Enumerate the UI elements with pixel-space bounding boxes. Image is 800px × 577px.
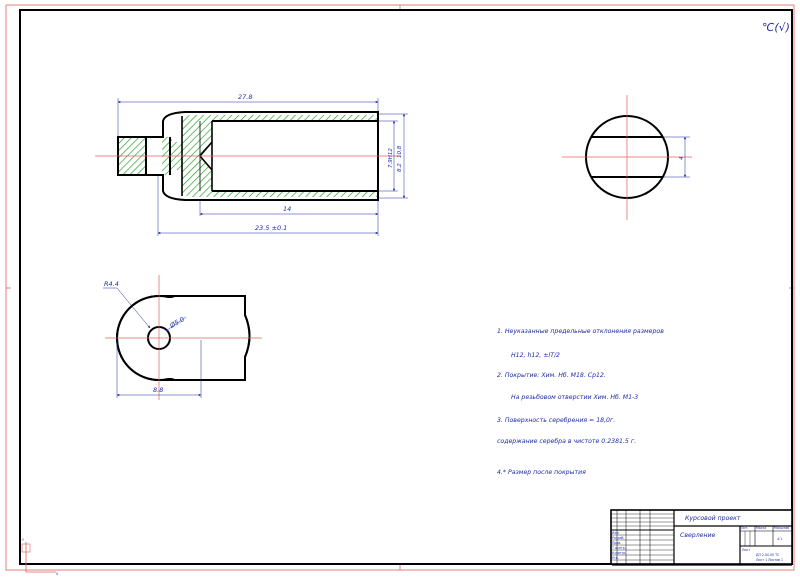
svg-text:ДП 2.00.00 ТС: ДП 2.00.00 ТС [756,553,780,557]
svg-text:Лист 1 Листов 1: Лист 1 Листов 1 [756,558,783,562]
svg-text:Т.контр.: Т.контр. [611,546,626,550]
origin-axes: X Y [21,538,59,576]
technical-notes: 1. Неуказанные предельные отклонения раз… [497,328,664,476]
note-3b: содержание серебра в чистоте 0.2381.5 г. [497,437,636,445]
main-section-view: 27.8 14 23.5 ±0.1 7.9H12 8.2 10.8 [95,93,408,236]
dim-body-length: 14 [199,201,379,216]
dim-total-length: 23.5 ±0.1 [157,176,379,236]
title-block: Изм. Разраб. Пров. Т.контр. Н.контр. Утв… [610,509,793,566]
svg-text:14: 14 [283,205,291,213]
note-1b: H12, h12, ±IT/2 [511,352,560,359]
note-3: 3. Поверхность серебрения ≈ 18,0г. [497,416,615,424]
inner-border [19,9,793,565]
corner-mark: ℃(√) [762,21,790,34]
svg-text:Утв.: Утв. [612,556,619,560]
svg-text:27.8: 27.8 [238,93,252,101]
note-2: 2. Покрытие: Хим. Нб. М18. Ср12. [497,371,606,379]
svg-text:23.5 ±0.1: 23.5 ±0.1 [255,224,287,232]
svg-text:Пров.: Пров. [612,541,621,545]
svg-text:8.8: 8.8 [153,386,163,394]
svg-text:Н.контр.: Н.контр. [612,551,626,555]
svg-text:4:1: 4:1 [777,537,782,541]
svg-text:8.2: 8.2 [397,163,403,172]
dim-diameters: 7.9H12 8.2 10.8 [379,113,408,199]
svg-text:Y: Y [22,538,24,542]
outer-border [5,4,795,571]
title-part-name: Сверление [680,532,716,539]
svg-text:R4.4: R4.4 [104,280,119,288]
svg-text:Масштаб: Масштаб [774,526,789,530]
hatch-body-wall [170,115,378,197]
note-1: 1. Неуказанные предельные отклонения раз… [497,328,664,335]
svg-text:10.8: 10.8 [397,145,403,158]
svg-text:7.9H12: 7.9H12 [388,148,394,168]
svg-text:X: X [56,572,59,576]
svg-text:Масса: Масса [756,526,766,530]
svg-text:4: 4 [679,156,685,160]
svg-text:Лист: Лист [742,548,750,552]
end-view: 4 [562,95,692,220]
note-4: 4.* Размер после покрытия [497,469,586,476]
top-view: R4.4 Ø5.0 8.8 [103,275,262,400]
dim-overall-length: 27.8 [117,93,379,136]
svg-text:Лит.: Лит. [741,526,748,530]
svg-text:Разраб.: Разраб. [612,536,625,540]
svg-text:Изм.: Изм. [612,531,620,535]
note-2b: На резьбовом отверстии Хим. Нб. М1-3 [511,393,638,401]
title-project: Курсовой проект [685,515,741,522]
